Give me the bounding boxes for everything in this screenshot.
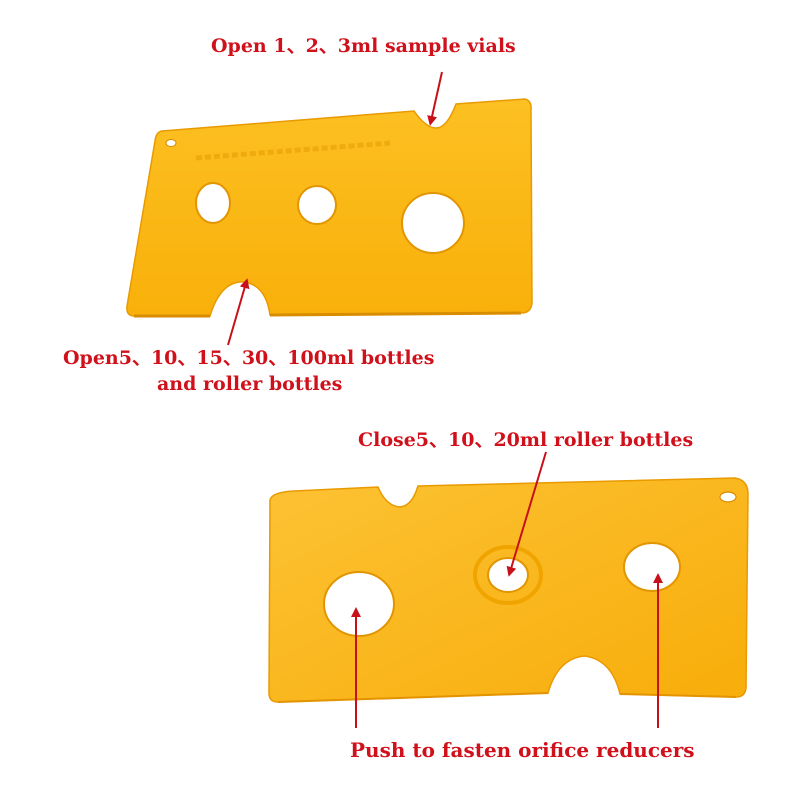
bottom-hang-hole [719,491,737,503]
top-embossed-text [195,140,391,161]
top-hang-hole [165,139,177,147]
bottom-hole-medium [623,542,681,592]
label-close-roller-bottles: Close5、10、20ml roller bottles [358,429,694,451]
label-push-orifice-reducers: Push to fasten orifice reducers [350,738,695,762]
bottom-tool-thickness-edge [277,692,737,703]
arrow-bottles [227,278,250,346]
top-hole-large [401,192,465,254]
top-hole-small [195,182,231,224]
bottom-hole-small [487,557,529,593]
top-opener-tool [126,98,533,318]
arrow-close [506,451,547,577]
annotation-arrows [227,71,663,728]
top-tool-thickness-edge [134,311,522,318]
arrow-vials [427,71,443,126]
label-open-bottles-line2: and roller bottles [157,373,343,395]
label-open-bottles-line1: Open5、10、15、30、100ml bottles [63,347,435,369]
bottom-hole-ring [473,545,543,605]
label-open-sample-vials: Open 1、2、3ml sample vials [211,35,516,57]
top-hole-medium [297,185,337,225]
bottom-hole-large [323,571,395,637]
bottom-closer-tool [268,477,749,703]
